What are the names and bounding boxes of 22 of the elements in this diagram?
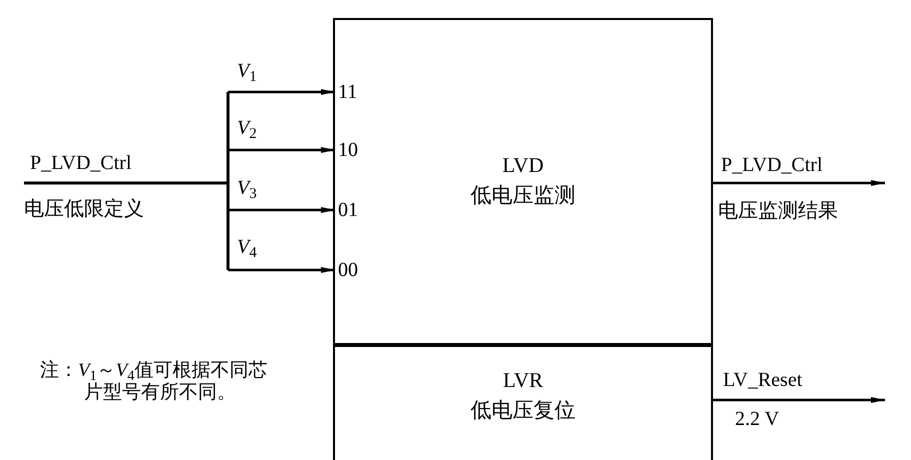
- input-code: 00: [335, 256, 375, 284]
- module-box: [333, 345, 713, 460]
- input-code: 11: [335, 78, 375, 106]
- arrow: [228, 147, 335, 153]
- bus-line: [22, 90, 230, 272]
- arrow: [228, 207, 335, 213]
- arrow: [713, 180, 885, 186]
- arrow: [228, 267, 335, 273]
- module-name: LVD: [502, 152, 544, 179]
- arrow: [228, 89, 335, 95]
- module-description: 低电压监测: [470, 182, 576, 209]
- input-code: 10: [335, 136, 375, 164]
- voltage-value: 2.2 V: [735, 407, 780, 432]
- arrow: [713, 397, 885, 403]
- module-name: LVR: [502, 367, 544, 394]
- module-box: [333, 18, 713, 345]
- input-code: 01: [335, 196, 375, 224]
- signal-description: 电压低限定义: [24, 197, 145, 222]
- signal-description: 电压监测结果: [718, 199, 838, 224]
- note-text: 注：V$_{1}$～V$_{4}$值可根据不同芯片型号有所不同。: [40, 360, 268, 404]
- signal-name: P_LVD_Ctrl: [29, 151, 133, 176]
- module-description: 低电压复位: [470, 397, 576, 424]
